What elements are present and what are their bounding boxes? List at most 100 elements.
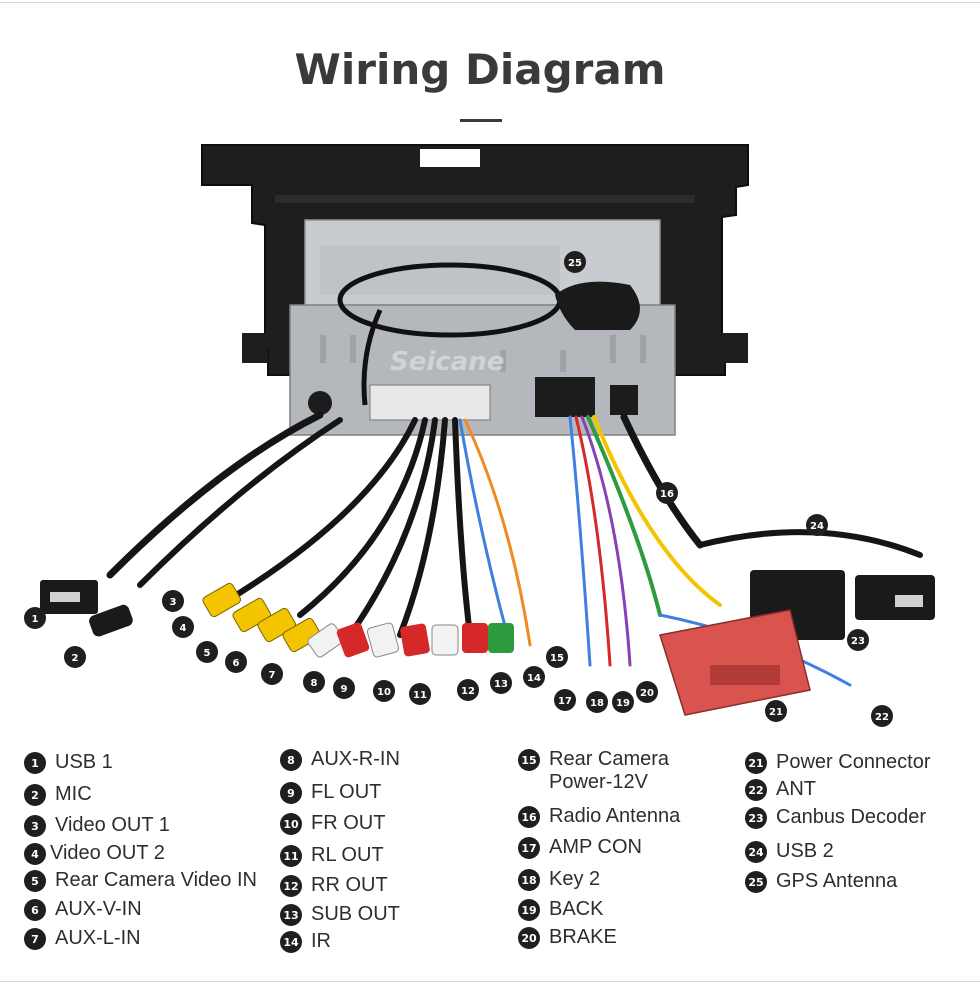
callout-19: 19 bbox=[616, 698, 630, 709]
legend-badge: 10 bbox=[280, 813, 302, 835]
callout-16: 16 bbox=[660, 489, 674, 500]
legend-badge: 1 bbox=[24, 752, 46, 774]
legend-badge: 2 bbox=[24, 784, 46, 806]
callout-7: 7 bbox=[269, 670, 276, 681]
legend-label: RR OUT bbox=[311, 874, 388, 896]
legend-item-4: 4 Video OUT 2 bbox=[24, 842, 165, 865]
legend-label: Power Connector bbox=[776, 751, 931, 773]
legend-item-18: 18 Key 2 bbox=[518, 868, 600, 891]
legend-badge: 8 bbox=[280, 749, 302, 771]
bottom-divider bbox=[0, 981, 980, 982]
legend-item-1: 1 USB 1 bbox=[24, 751, 113, 774]
callout-18: 18 bbox=[590, 698, 604, 709]
legend-label: Rear Camera Power-12V bbox=[549, 748, 670, 793]
legend-label: USB 1 bbox=[55, 751, 113, 773]
legend-label: Radio Antenna bbox=[549, 805, 681, 827]
legend-label: USB 2 bbox=[776, 840, 834, 862]
legend-label: AUX-L-IN bbox=[55, 927, 141, 949]
callout-23: 23 bbox=[851, 636, 865, 647]
page-title: Wiring Diagram bbox=[294, 45, 666, 94]
callout-24: 24 bbox=[810, 521, 824, 532]
legend-label: FL OUT bbox=[311, 781, 382, 803]
wire-harness bbox=[106, 411, 923, 687]
legend-label: IR bbox=[311, 930, 331, 952]
legend-label: BACK bbox=[549, 898, 604, 920]
callout-8: 8 bbox=[311, 678, 318, 689]
legend-item-13: 13 SUB OUT bbox=[280, 903, 400, 926]
legend-item-17: 17 AMP CON bbox=[518, 836, 642, 859]
legend-label: ANT bbox=[776, 778, 816, 800]
legend-badge: 20 bbox=[518, 927, 540, 949]
legend-badge: 11 bbox=[280, 845, 302, 867]
rca-plugs bbox=[202, 582, 514, 658]
callout-10: 10 bbox=[377, 687, 391, 698]
legend-badge: 21 bbox=[745, 752, 767, 774]
legend-item-11: 11 RL OUT bbox=[280, 844, 384, 867]
legend-badge: 4 bbox=[24, 843, 46, 865]
legend-label: MIC bbox=[55, 783, 92, 805]
legend-item-20: 20 BRAKE bbox=[518, 926, 617, 949]
usb-connector-icon bbox=[40, 580, 98, 614]
top-divider bbox=[0, 2, 980, 3]
callout-20: 20 bbox=[640, 688, 654, 699]
callout-2: 2 bbox=[72, 653, 79, 664]
legend-label: AUX-R-IN bbox=[311, 748, 400, 770]
legend-item-19: 19 BACK bbox=[518, 898, 603, 921]
callout-3: 3 bbox=[170, 597, 177, 608]
callout-13: 13 bbox=[494, 679, 508, 690]
legend-badge: 25 bbox=[745, 871, 767, 893]
legend-label: RL OUT bbox=[311, 844, 384, 866]
legend-badge: 16 bbox=[518, 806, 540, 828]
callout-9: 9 bbox=[341, 684, 348, 695]
legend-badge: 17 bbox=[518, 837, 540, 859]
rear-connectors bbox=[308, 377, 638, 421]
photo-callouts: 25 16 24 23 1 2 3 4 5 6 7 8 9 10 11 12 1… bbox=[24, 251, 893, 727]
legend-item-21: 21 Power Connector bbox=[745, 751, 931, 774]
legend-label: Key 2 bbox=[549, 868, 601, 890]
legend-label: Canbus Decoder bbox=[776, 806, 927, 828]
legend-item-22: 22 ANT bbox=[745, 778, 816, 801]
head-unit-photo: Seicane bbox=[24, 144, 935, 727]
legend-item-3: 3 Video OUT 1 bbox=[24, 814, 170, 837]
legend-badge: 9 bbox=[280, 782, 302, 804]
legend-badge: 19 bbox=[518, 899, 540, 921]
legend-badge: 22 bbox=[745, 779, 767, 801]
title-underline bbox=[460, 119, 502, 122]
legend-item-8: 8 AUX-R-IN bbox=[280, 748, 400, 771]
legend-label: AUX-V-IN bbox=[55, 898, 142, 920]
legend-item-12: 12 RR OUT bbox=[280, 874, 388, 897]
legend-badge: 14 bbox=[280, 931, 302, 953]
callout-25: 25 bbox=[568, 258, 582, 269]
gps-puck-icon bbox=[337, 262, 640, 406]
legend-label: Video OUT 1 bbox=[55, 814, 170, 836]
callout-1: 1 bbox=[32, 614, 39, 625]
legend-item-14: 14 IR bbox=[280, 930, 331, 953]
callout-15: 15 bbox=[550, 653, 564, 664]
legend-badge: 5 bbox=[24, 870, 46, 892]
legend-badge: 18 bbox=[518, 869, 540, 891]
legend-label: GPS Antenna bbox=[776, 870, 898, 892]
watermark-text: Seicane bbox=[390, 347, 504, 377]
legend-label: Rear Camera Video IN bbox=[55, 869, 257, 891]
legend-item-5: 5 Rear Camera Video IN bbox=[24, 869, 257, 892]
legend-badge: 23 bbox=[745, 807, 767, 829]
legend-badge: 13 bbox=[280, 904, 302, 926]
callout-14: 14 bbox=[527, 673, 541, 684]
legend-badge: 7 bbox=[24, 928, 46, 950]
legend-item-25: 25 GPS Antenna bbox=[745, 870, 897, 893]
usb-2-connector bbox=[855, 575, 935, 620]
legend-item-16: 16 Radio Antenna bbox=[518, 805, 680, 828]
legend-label: FR OUT bbox=[311, 812, 386, 834]
legend-item-7: 7 AUX-L-IN bbox=[24, 927, 141, 950]
legend-item-15: 15 Rear Camera Power-12V bbox=[518, 748, 669, 794]
legend-badge: 6 bbox=[24, 899, 46, 921]
power-connector-block bbox=[659, 609, 811, 716]
legend-label: BRAKE bbox=[549, 926, 617, 948]
callout-22: 22 bbox=[875, 712, 889, 723]
legend-badge: 3 bbox=[24, 815, 46, 837]
callout-11: 11 bbox=[413, 690, 427, 701]
legend-item-2: 2 MIC bbox=[24, 783, 92, 806]
legend-item-24: 24 USB 2 bbox=[745, 840, 834, 863]
legend-badge: 15 bbox=[518, 749, 540, 771]
legend-badge: 12 bbox=[280, 875, 302, 897]
